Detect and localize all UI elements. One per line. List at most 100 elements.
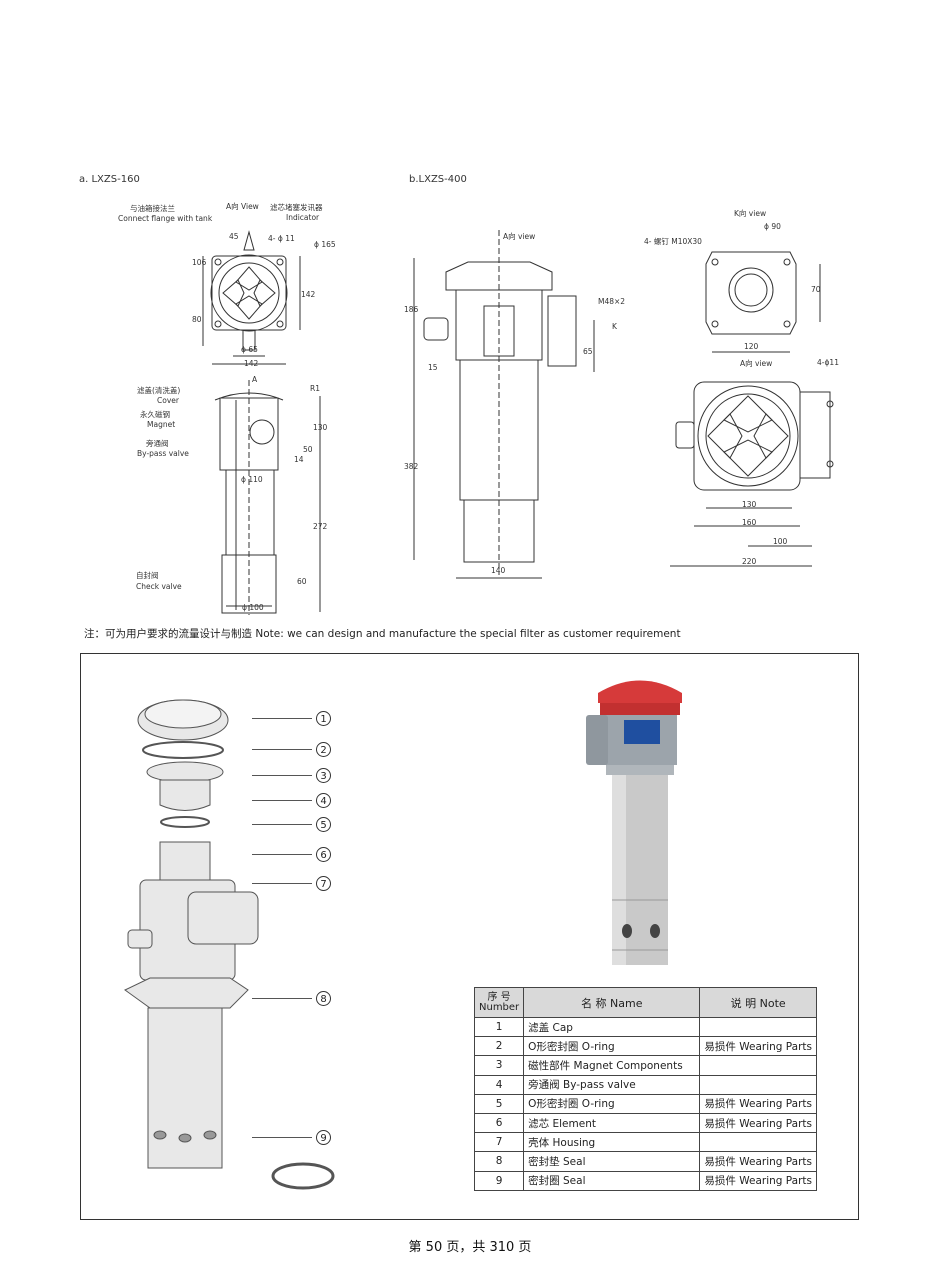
dim-r1: R1	[310, 384, 320, 393]
cell-num: 6	[473, 1112, 525, 1134]
bypass-label-cn: 旁通阀	[146, 439, 169, 448]
dim-60: 60	[297, 577, 307, 586]
product-photo	[586, 680, 682, 965]
cell-name: O形密封圈 O-ring	[523, 1036, 701, 1057]
dim-130b: 130	[742, 500, 757, 509]
cell-note: 易损件 Wearing Parts	[699, 1036, 817, 1057]
leader-line	[252, 883, 312, 884]
cover-label-en: Cover	[157, 396, 179, 405]
a-view-label: A向 View	[226, 202, 259, 211]
callout-2: 2	[316, 742, 331, 757]
cell-num: 2	[473, 1036, 525, 1057]
dim-70: 70	[811, 285, 821, 294]
cell-note	[699, 1055, 817, 1076]
leader-line	[252, 775, 312, 776]
drawing-b-title: b.LXZS-400	[409, 174, 467, 185]
cell-num: 5	[473, 1093, 525, 1114]
cover-label-cn: 滤盖(清洗盖)	[137, 386, 181, 395]
callout-6: 6	[316, 847, 331, 862]
dim-4phi11: 4- ϕ 11	[268, 234, 295, 243]
magnet-label-en: Magnet	[147, 420, 176, 429]
cell-note	[699, 1016, 817, 1038]
k-view-label: K向 view	[734, 209, 767, 218]
m48-label: M48×2	[598, 297, 626, 306]
dim-65: 65	[583, 347, 593, 356]
cell-name: 磁性部件 Magnet Components	[523, 1055, 701, 1076]
leader-line	[252, 998, 312, 999]
dim-140: 140	[491, 566, 506, 575]
header-name: 名 称 Name	[523, 987, 701, 1018]
dim-220: 220	[742, 557, 757, 566]
b-a-view2-label: A向 view	[740, 359, 773, 368]
dim-14: 14	[294, 455, 304, 464]
leader-line	[252, 1137, 312, 1138]
header-number: 序 号 Number	[473, 987, 525, 1018]
dim-phi110: ϕ 110	[241, 475, 263, 484]
cell-name: O形密封圈 O-ring	[523, 1093, 701, 1114]
dim-phi65: ϕ 65	[241, 345, 258, 354]
check-label-en: Check valve	[136, 582, 182, 591]
leader-line	[252, 824, 312, 825]
header-number-en: Number	[479, 1001, 520, 1013]
cell-name: 滤盖 Cap	[523, 1016, 701, 1038]
dim-106: 106	[192, 258, 207, 267]
callout-1: 1	[316, 711, 331, 726]
dim-phi165: ϕ 165	[314, 240, 336, 249]
b-a-view-label: A向 view	[503, 232, 536, 241]
flange-label-cn: 与油箱接法兰	[130, 204, 175, 213]
k-label: K	[612, 322, 617, 331]
table-header-row: 序 号 Number 名 称 Name 说 明 Note	[473, 987, 817, 1018]
dim-100: 100	[773, 537, 788, 546]
technical-drawings	[202, 230, 834, 615]
dim-15: 15	[428, 363, 438, 372]
cell-name: 密封垫 Seal	[523, 1151, 701, 1172]
leader-line	[252, 800, 312, 801]
cell-note	[699, 1132, 817, 1153]
cell-num: 8	[473, 1151, 525, 1172]
cell-note: 易损件 Wearing Parts	[699, 1170, 817, 1191]
cell-note: 易损件 Wearing Parts	[699, 1151, 817, 1172]
dim-45: 45	[229, 232, 239, 241]
cell-note: 易损件 Wearing Parts	[699, 1112, 817, 1134]
dim-382: 382	[404, 462, 419, 471]
bolt-label: 4- 螺钉 M10X30	[644, 237, 702, 246]
dim-80: 80	[192, 315, 202, 324]
dim-phi90: ϕ 90	[764, 222, 781, 231]
cell-name: 密封圈 Seal	[523, 1170, 701, 1191]
header-note: 说 明 Note	[699, 987, 817, 1018]
dim-130: 130	[313, 423, 328, 432]
flange-label-en: Connect flange with tank	[118, 214, 213, 223]
cell-name: 壳体 Housing	[523, 1132, 701, 1153]
exploded-view-panel	[80, 653, 859, 1220]
dim-272: 272	[313, 522, 328, 531]
page-footer: 第 50 页，共 310 页	[408, 1240, 532, 1255]
callout-9: 9	[316, 1130, 331, 1145]
dim-160: 160	[742, 518, 757, 527]
cell-note: 易损件 Wearing Parts	[699, 1093, 817, 1114]
callout-8: 8	[316, 991, 331, 1006]
dim-186: 186	[404, 305, 419, 314]
b-4phi11-label: 4-ϕ11	[817, 358, 839, 367]
bypass-label-en: By-pass valve	[137, 449, 189, 458]
check-label-cn: 自封阀	[136, 571, 159, 580]
cell-num: 7	[473, 1132, 525, 1153]
callout-4: 4	[316, 793, 331, 808]
dim-120: 120	[744, 342, 759, 351]
a-arrow-label: A	[252, 375, 258, 384]
leader-line	[252, 749, 312, 750]
leader-line	[252, 854, 312, 855]
magnet-label-cn: 永久磁钢	[140, 410, 170, 419]
cell-num: 1	[473, 1016, 525, 1038]
